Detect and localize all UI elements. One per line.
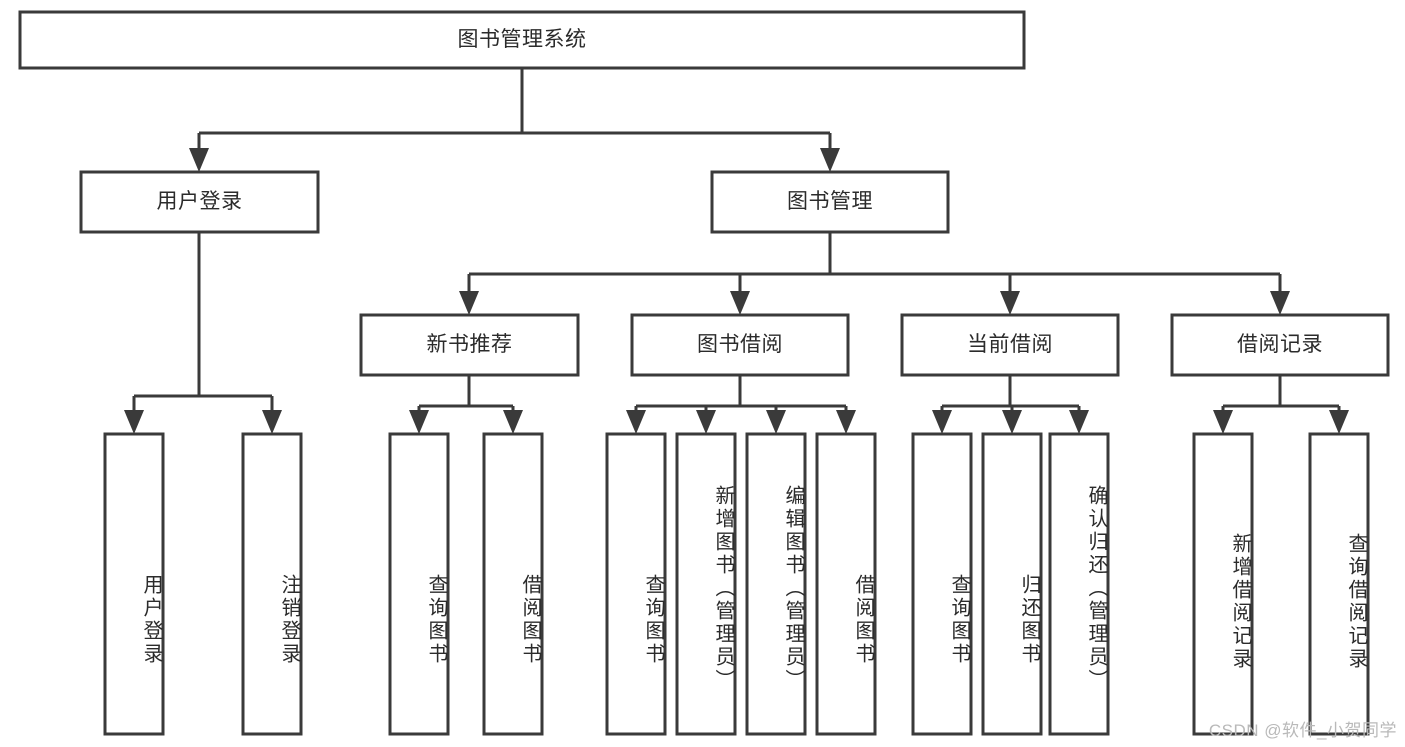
node-box-user-login[interactable] (79, 170, 320, 234)
node-box-new-book-recommend[interactable] (359, 313, 580, 377)
arrowhead-leaf-borrow-book-a (503, 410, 523, 434)
arrowhead-leaf-edit-book (766, 410, 786, 434)
connector-bookborrow-to-leaves (626, 375, 856, 434)
connector-newbook-to-leaves (409, 375, 523, 434)
arrowhead-book-management (820, 148, 840, 172)
node-box-leaf-user-login[interactable] (103, 432, 165, 736)
csdn-watermark: CSDN @软件_小贺同学 (1208, 721, 1397, 740)
arrowhead-leaf-query-book-b (626, 410, 646, 434)
arrowhead-leaf-add-borrow-record (1213, 410, 1233, 434)
node-box-leaf-edit-book-admin[interactable] (745, 432, 807, 736)
arrowhead-leaf-logout (262, 410, 282, 434)
connector-currentborrow-to-leaves (932, 375, 1089, 434)
arrowhead-leaf-return-book (1002, 410, 1022, 434)
arrowhead-leaf-query-book-a (409, 410, 429, 434)
arrowhead-borrow-record (1270, 291, 1290, 315)
connector-bookmgmt-to-level2 (459, 232, 1290, 315)
node-box-book-borrow[interactable] (630, 313, 850, 377)
arrowhead-book-borrow (730, 291, 750, 315)
node-box-current-borrow[interactable] (900, 313, 1120, 377)
node-box-leaf-borrow-book-a[interactable] (482, 432, 544, 736)
node-box-book-management[interactable] (710, 170, 950, 234)
arrowhead-new-book-recommend (459, 291, 479, 315)
node-box-leaf-query-book-a[interactable] (388, 432, 450, 736)
connector-root-to-level1 (189, 68, 840, 172)
node-box-leaf-query-book-b[interactable] (605, 432, 667, 736)
node-box-leaf-logout[interactable] (241, 432, 303, 736)
node-box-leaf-confirm-return-admin[interactable] (1048, 432, 1110, 736)
node-box-borrow-record[interactable] (1170, 313, 1390, 377)
arrowhead-leaf-add-book (696, 410, 716, 434)
node-box-leaf-return-book[interactable] (981, 432, 1043, 736)
node-box-leaf-query-book-c[interactable] (911, 432, 973, 736)
node-box-leaf-add-borrow-record[interactable] (1192, 432, 1254, 736)
arrowhead-user-login (189, 148, 209, 172)
connector-borrowrecord-to-leaves (1213, 375, 1349, 434)
arrowhead-leaf-borrow-book-b (836, 410, 856, 434)
arrowhead-leaf-query-book-c (932, 410, 952, 434)
node-box-leaf-query-borrow-record[interactable] (1308, 432, 1370, 736)
arrowhead-leaf-query-borrow-record (1329, 410, 1349, 434)
arrowhead-current-borrow (1000, 291, 1020, 315)
arrowhead-leaf-confirm-return (1069, 410, 1089, 434)
node-box-leaf-borrow-book-b[interactable] (815, 432, 877, 736)
node-box-leaf-add-book-admin[interactable] (675, 432, 737, 736)
node-box-root[interactable] (18, 10, 1026, 70)
connector-userlogin-to-leaves (124, 232, 282, 434)
arrowhead-leaf-user-login (124, 410, 144, 434)
